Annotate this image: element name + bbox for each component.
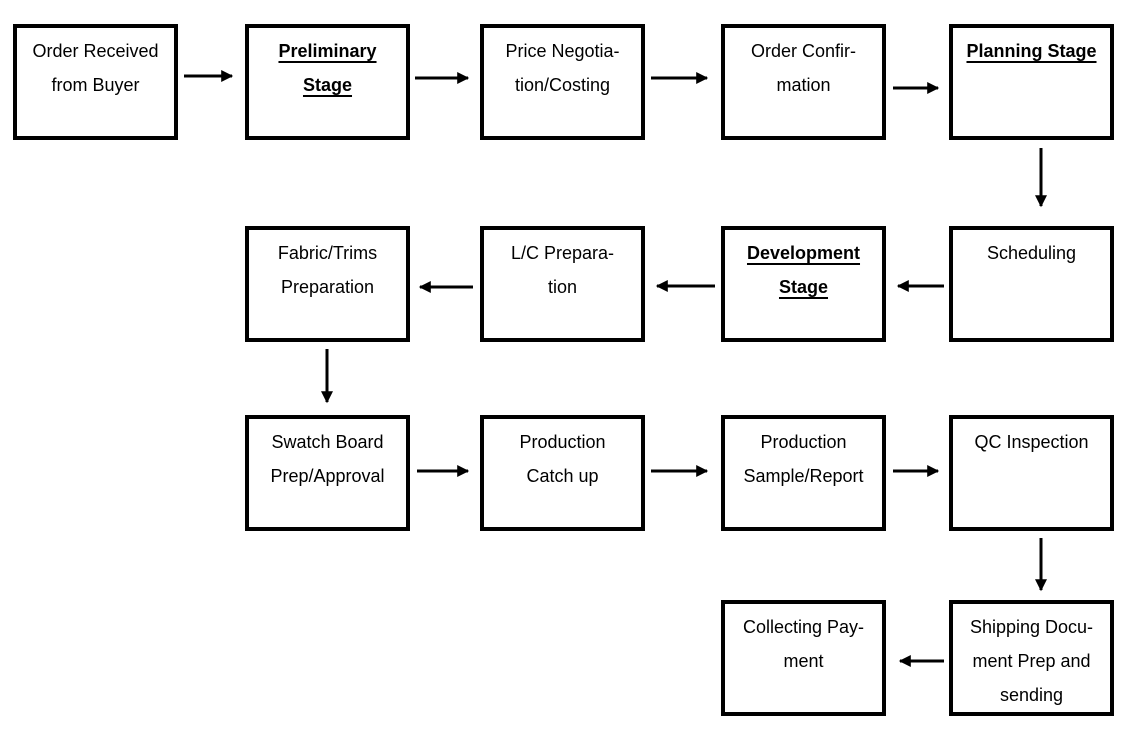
node-collecting-payment: Collecting Pay- ment bbox=[721, 600, 886, 716]
node-label: Scheduling bbox=[986, 243, 1077, 263]
node-label: Collecting Pay- ment bbox=[742, 617, 865, 671]
node-label: Order Confir- mation bbox=[750, 41, 857, 95]
node-label: Price Negotia- tion/Costing bbox=[505, 41, 620, 95]
node-order-received: Order Received from Buyer bbox=[13, 24, 178, 140]
node-label: Preliminary Stage bbox=[278, 41, 377, 95]
node-label: Production Sample/Report bbox=[743, 432, 864, 486]
node-production-catch-up: Production Catch up bbox=[480, 415, 645, 531]
node-order-confirmation: Order Confir- mation bbox=[721, 24, 886, 140]
node-label: QC Inspection bbox=[974, 432, 1089, 452]
node-planning-stage: Planning Stage bbox=[949, 24, 1114, 140]
node-label: Shipping Docu- ment Prep and sending bbox=[969, 617, 1094, 705]
node-preliminary-stage: Preliminary Stage bbox=[245, 24, 410, 140]
node-label: Planning Stage bbox=[966, 41, 1097, 61]
node-fabric-trims-preparation: Fabric/Trims Preparation bbox=[245, 226, 410, 342]
node-label: Production Catch up bbox=[519, 432, 606, 486]
node-price-negotiation-costing: Price Negotia- tion/Costing bbox=[480, 24, 645, 140]
node-label: Fabric/Trims Preparation bbox=[277, 243, 378, 297]
node-label: Swatch Board Prep/Approval bbox=[270, 432, 385, 486]
node-shipping-document-prep: Shipping Docu- ment Prep and sending bbox=[949, 600, 1114, 716]
node-swatch-board-prep-approval: Swatch Board Prep/Approval bbox=[245, 415, 410, 531]
node-qc-inspection: QC Inspection bbox=[949, 415, 1114, 531]
node-scheduling: Scheduling bbox=[949, 226, 1114, 342]
node-label: Development Stage bbox=[746, 243, 861, 297]
node-lc-preparation: L/C Prepara- tion bbox=[480, 226, 645, 342]
node-development-stage: Development Stage bbox=[721, 226, 886, 342]
node-label: L/C Prepara- tion bbox=[510, 243, 615, 297]
node-production-sample-report: Production Sample/Report bbox=[721, 415, 886, 531]
node-label: Order Received from Buyer bbox=[32, 41, 159, 95]
